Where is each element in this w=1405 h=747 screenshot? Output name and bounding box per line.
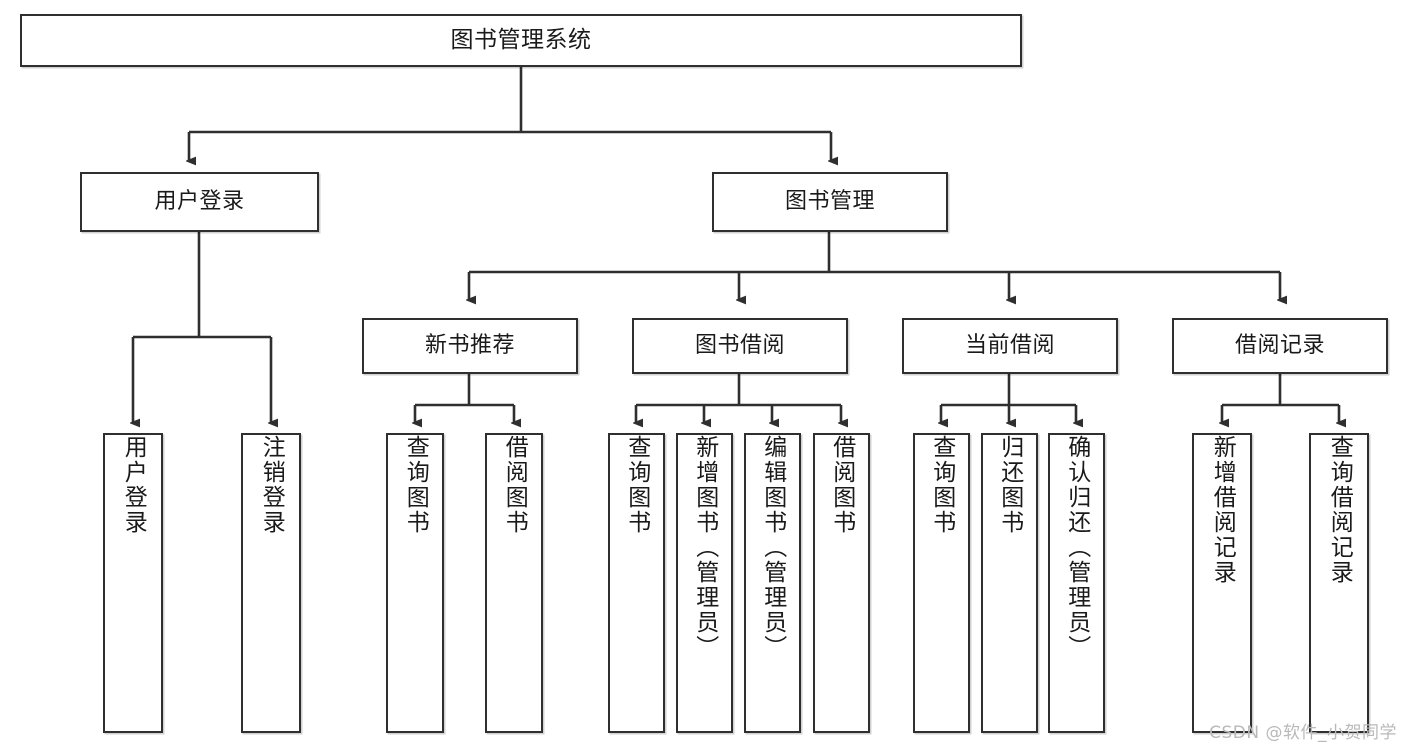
- csdn-watermark: CSDN @软件_小贺同学: [1209, 723, 1397, 743]
- leaf-borrow-book-recommend[interactable]: 借阅图书: [485, 433, 543, 733]
- node-label: 图书管理系统: [450, 27, 592, 54]
- leaf-query-book-borrow[interactable]: 查询图书: [608, 433, 665, 733]
- node-label: 查询图书: [623, 435, 650, 535]
- node-book-borrow[interactable]: 图书借阅: [632, 318, 848, 374]
- node-label: 借阅记录: [1234, 332, 1325, 358]
- leaf-query-book-current[interactable]: 查询图书: [913, 433, 970, 733]
- leaf-confirm-return-admin[interactable]: 确认归还（管理员）: [1048, 433, 1105, 733]
- node-label: 借阅图书: [501, 435, 528, 535]
- node-label: 注销登录: [258, 435, 285, 535]
- node-root-book-management-system[interactable]: 图书管理系统: [20, 14, 1022, 67]
- node-new-book-recommend[interactable]: 新书推荐: [362, 318, 578, 374]
- node-label: 当前借阅: [964, 332, 1055, 358]
- leaf-query-borrow-record[interactable]: 查询借阅记录: [1309, 433, 1369, 733]
- node-current-borrow[interactable]: 当前借阅: [902, 318, 1118, 374]
- node-label: 确认归还（管理员）: [1063, 435, 1090, 660]
- node-label: 新书推荐: [424, 332, 515, 358]
- node-user-login[interactable]: 用户登录: [80, 172, 319, 232]
- node-label: 新增图书（管理员）: [691, 435, 718, 660]
- node-label: 编辑图书（管理员）: [759, 435, 786, 660]
- node-label: 图书借阅: [694, 332, 785, 358]
- node-label: 借阅图书: [828, 435, 855, 535]
- node-label: 归还图书: [996, 435, 1023, 535]
- node-borrow-record[interactable]: 借阅记录: [1172, 318, 1388, 374]
- node-label: 查询图书: [928, 435, 955, 535]
- leaf-add-book-admin[interactable]: 新增图书（管理员）: [676, 433, 733, 733]
- leaf-user-login[interactable]: 用户登录: [103, 433, 163, 733]
- leaf-query-book-recommend[interactable]: 查询图书: [386, 433, 444, 733]
- node-label: 查询借阅记录: [1326, 435, 1353, 585]
- node-label: 图书管理: [784, 188, 875, 214]
- leaf-add-borrow-record[interactable]: 新增借阅记录: [1192, 433, 1252, 733]
- leaf-edit-book-admin[interactable]: 编辑图书（管理员）: [744, 433, 801, 733]
- node-label: 用户登录: [154, 188, 245, 214]
- node-label: 查询图书: [402, 435, 429, 535]
- leaf-borrow-book[interactable]: 借阅图书: [813, 433, 870, 733]
- leaf-user-logout[interactable]: 注销登录: [241, 433, 301, 733]
- node-label: 用户登录: [120, 435, 147, 535]
- leaf-return-book[interactable]: 归还图书: [981, 433, 1038, 733]
- node-label: 新增借阅记录: [1209, 435, 1236, 585]
- node-book-management[interactable]: 图书管理: [712, 172, 948, 232]
